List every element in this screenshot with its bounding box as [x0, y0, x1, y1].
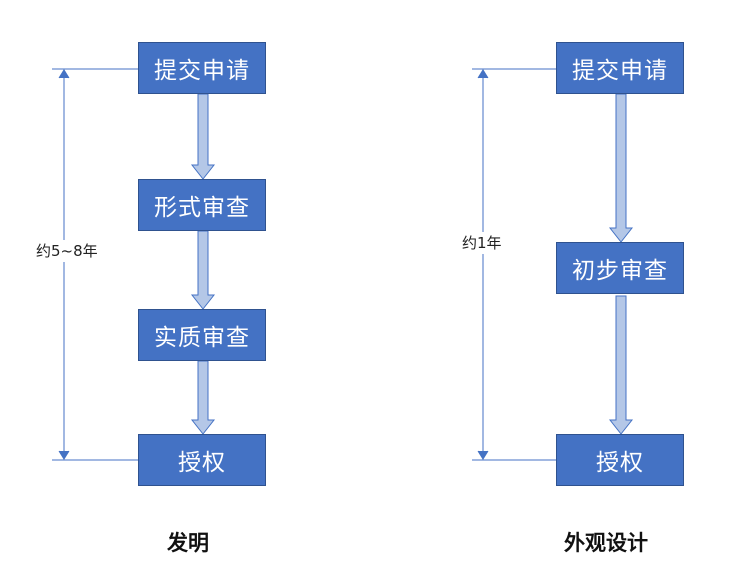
- invention-step-submit: 提交申请: [138, 42, 266, 94]
- flow-arrow-4: [608, 93, 634, 243]
- design-step-grant: 授权: [556, 434, 684, 486]
- duration-label-invention: 约5~8年: [34, 240, 100, 262]
- invention-step-formal-exam: 形式审查: [138, 179, 266, 231]
- duration-arrowhead-down-design: [477, 450, 489, 460]
- flow-arrow-3: [190, 360, 216, 435]
- duration-arrowhead-down-invention: [58, 450, 70, 460]
- invention-step-grant: 授权: [138, 434, 266, 486]
- design-step-submit: 提交申请: [556, 42, 684, 94]
- design-step-preliminary-exam: 初步审查: [556, 242, 684, 294]
- flow-arrow-2: [190, 230, 216, 310]
- flow-arrow-1: [190, 93, 216, 180]
- duration-arrowhead-up-design: [477, 69, 489, 79]
- caption-invention: 发明: [167, 531, 209, 555]
- duration-label-design: 约1年: [460, 232, 504, 254]
- duration-arrowhead-up-invention: [58, 69, 70, 79]
- invention-step-substantive-exam: 实质审查: [138, 309, 266, 361]
- caption-design: 外观设计: [564, 531, 648, 555]
- flow-arrow-5: [608, 295, 634, 435]
